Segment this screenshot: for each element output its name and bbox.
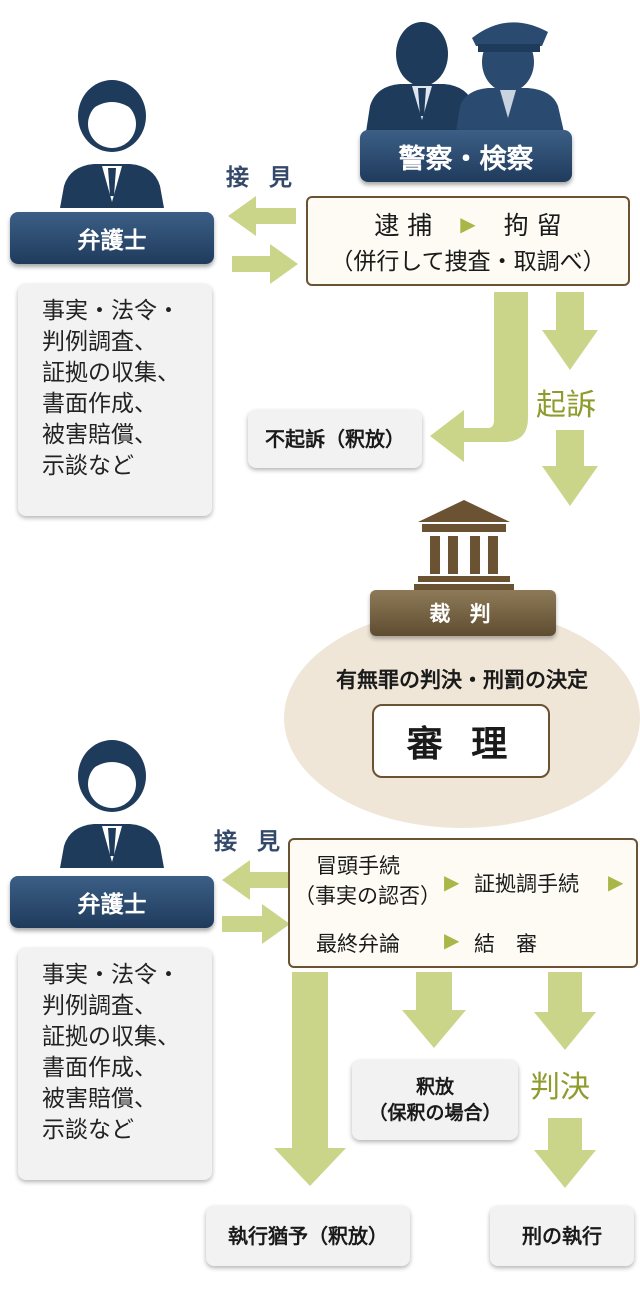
arrow-left-bottom xyxy=(222,860,292,900)
execution-box: 刑の執行 xyxy=(490,1206,634,1266)
arrow-left-top xyxy=(228,196,296,236)
arrest-label: 逮 捕 xyxy=(374,211,433,240)
next-step-arrow-icon: ▶ xyxy=(460,212,476,236)
arrow-down-prosecution-2 xyxy=(542,430,598,506)
lawyer-tasks-box-top: 事実・法令・ 判例調査、 証拠の収集、 書面作成、 被害賠償、 示談など xyxy=(18,284,212,516)
arrow-down-suspended xyxy=(274,972,346,1186)
fact-admission-label: （事実の認否） xyxy=(294,884,441,908)
lawyer-icon-top xyxy=(52,78,172,208)
next-step-arrow-icon-2: ▶ xyxy=(608,870,624,894)
interview-label-bottom: 接 見 xyxy=(214,829,287,855)
lawyer-label-bottom: 弁護士 xyxy=(10,876,214,928)
conclusion-label: 結 審 xyxy=(474,932,537,956)
lawyer-label-top: 弁護士 xyxy=(10,212,214,264)
police-prosecutor-label: 警察・検察 xyxy=(360,130,572,182)
investigation-label: （併行して捜査・取調べ） xyxy=(330,249,606,275)
closing-argument-label: 最終弁論 xyxy=(316,932,400,956)
police-prosecutor-icon xyxy=(360,8,570,132)
judgment-label: 判決 xyxy=(530,1070,590,1105)
arrow-down-release xyxy=(402,972,466,1048)
court-label: 裁 判 xyxy=(370,590,556,636)
suspended-sentence-box: 執行猶予（釈放） xyxy=(206,1206,410,1266)
evidence-procedure-label: 証拠調手続 xyxy=(474,872,579,896)
trial-box: 審 理 xyxy=(372,704,550,778)
lawyer-tasks-box-bottom: 事実・法令・ 判例調査、 証拠の収集、 書面作成、 被害賠償、 示談など xyxy=(18,948,212,1180)
arrow-right-top xyxy=(232,244,298,284)
interview-label-top: 接 見 xyxy=(226,165,299,191)
lawyer-tasks-bottom: 事実・法令・ 判例調査、 証拠の収集、 書面作成、 被害賠償、 示談など xyxy=(42,962,180,1143)
next-step-arrow-icon-3: ▶ xyxy=(444,928,460,952)
detention-label: 拘 留 xyxy=(503,211,562,240)
next-step-arrow-icon-1: ▶ xyxy=(444,870,460,894)
arrow-curve-non-prosecution xyxy=(430,292,528,462)
arrest-detention-box: 逮 捕 ▶ 拘 留 （併行して捜査・取調べ） xyxy=(306,196,630,286)
verdict-decision-label: 有無罪の判決・刑罰の決定 xyxy=(336,668,588,692)
prosecution-label: 起訴 xyxy=(536,388,596,423)
trial-process-box: 冒頭手続 （事実の認否） ▶ 証拠調手続 ▶ 最終弁論 ▶ 結 審 xyxy=(288,838,638,968)
lawyer-icon-bottom xyxy=(52,738,172,868)
release-box: 釈放 （保釈の場合） xyxy=(352,1060,518,1140)
arrow-down-prosecution-1 xyxy=(542,292,598,370)
arrow-down-judgment-1 xyxy=(534,972,596,1050)
arrow-right-bottom xyxy=(222,904,290,944)
courthouse-icon xyxy=(414,500,514,590)
arrow-down-judgment-2 xyxy=(534,1118,596,1188)
lawyer-tasks-top: 事実・法令・ 判例調査、 証拠の収集、 書面作成、 被害賠償、 示談など xyxy=(42,298,180,479)
non-prosecution-box: 不起訴（釈放） xyxy=(248,410,422,468)
opening-procedure-label: 冒頭手続 xyxy=(316,854,400,878)
